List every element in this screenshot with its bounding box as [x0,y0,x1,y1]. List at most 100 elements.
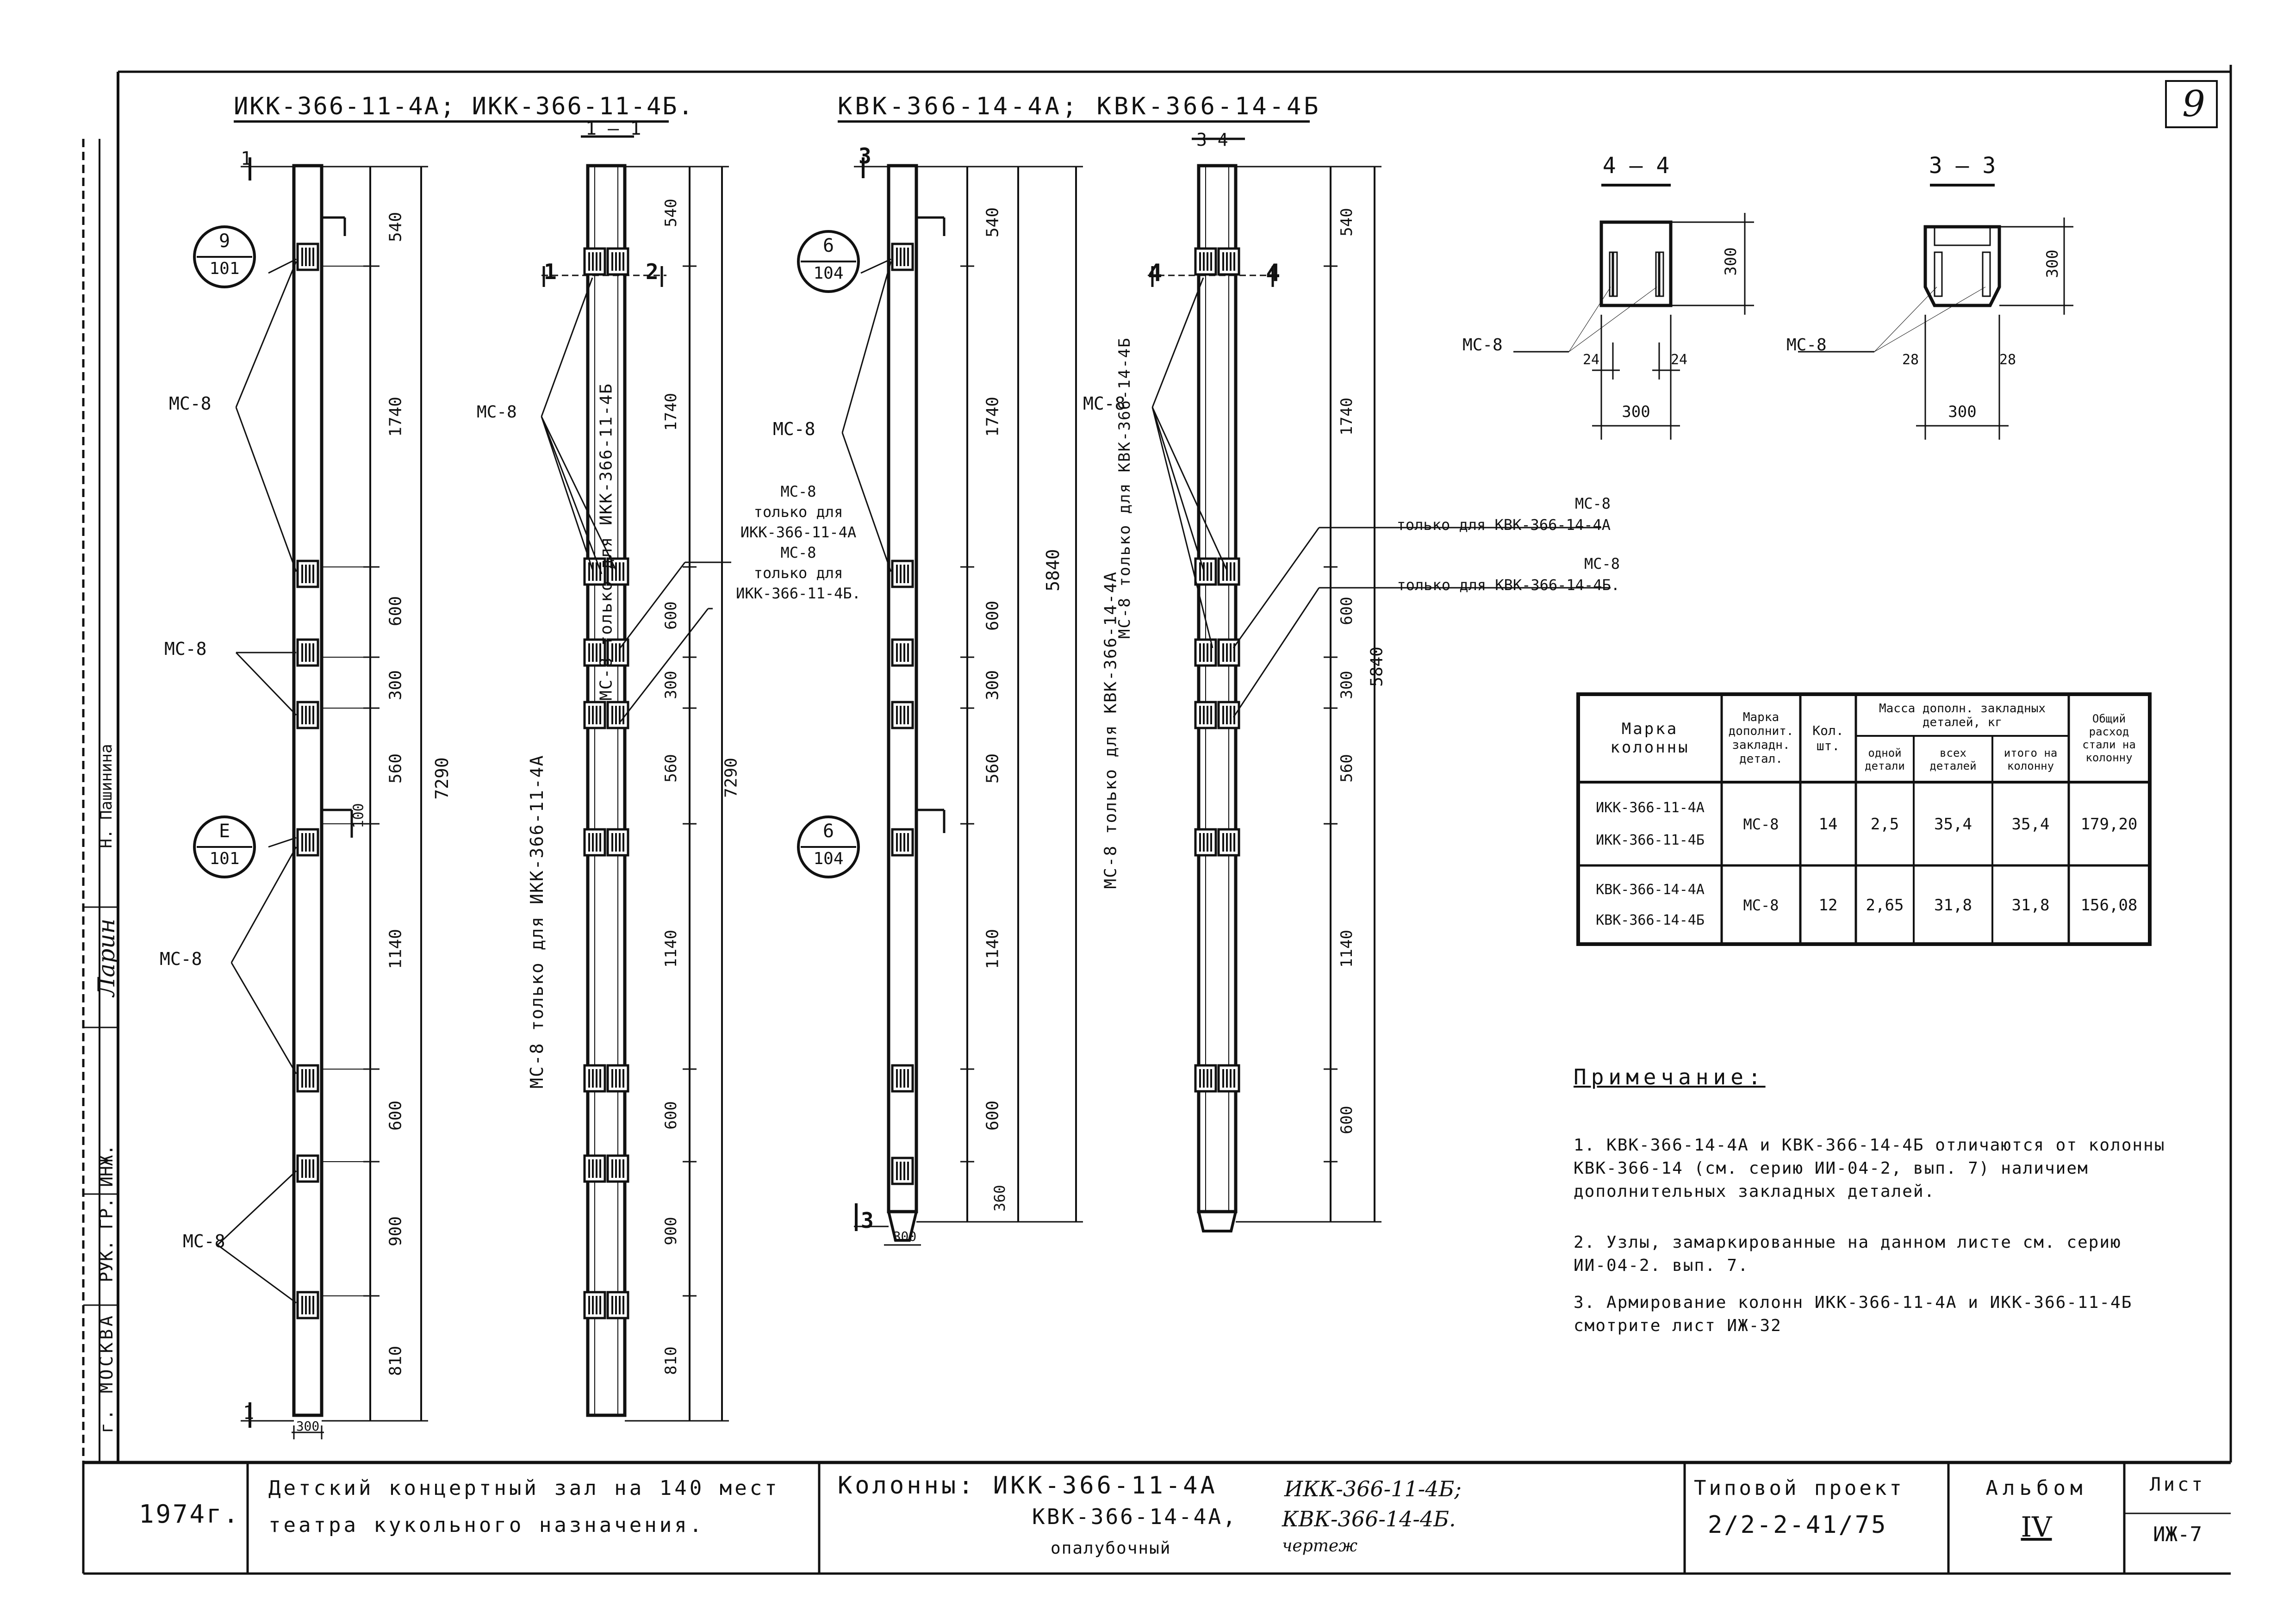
kvk-dim-bottom: 300 [893,1229,917,1244]
section-3-3-height: 300 [2043,249,2062,278]
title-typical-value: 2/2-2-41/75 [1708,1511,1888,1539]
section-3-3 [1798,184,2073,440]
section-3-3-a: 28 [1902,352,1919,368]
node-ref-3-den: 104 [813,264,844,283]
ikk-dim-total: 7290 [432,757,452,800]
table-header-mass-group: Масса дополн. закладных деталей, кг [1879,701,2046,729]
node-ref-3-num: 6 [822,235,834,256]
ikk-dim: 560 [386,753,405,784]
ikk-front-dimension-ticks [322,265,380,1297]
kvk-dim: 1740 [983,397,1002,437]
kvk-dim: 560 [983,753,1002,784]
table-row2-detail: МС-8 [1743,896,1779,914]
stamp-name: Н. Пашинина [97,744,116,848]
kvk-dim: 360 [991,1185,1008,1212]
kvk-dim: 600 [983,600,1002,631]
kvk-dim: 540 [983,207,1002,238]
ikk-dim-hole: 100 [350,803,367,828]
title-year: 1974г. [139,1500,241,1529]
kvk-note-vertical-4a: МС-8 только для КВК-366-14-4А [1101,571,1120,889]
ikk-note-vertical-4a: МС-8 только для ИКК-366-11-4А [527,754,547,1089]
title-columns-2b: КВК-366-14-4Б. [1282,1506,1456,1531]
table-row1-steel: 179,20 [2080,815,2138,834]
title-sheet-value: ИЖ-7 [2153,1523,2202,1546]
mc8-label: МС-8 [169,393,212,414]
table-header-qty: Кол. шт. [1812,723,1844,753]
notes-item-1: 1. КВК-366-14-4А и КВК-366-14-4Б отличаю… [1574,1136,2165,1201]
table-header-one: одной детали [1865,746,1905,772]
ikk-side-dim: 540 [662,199,680,227]
stamp-role: РУК. ГР. ИНЖ. [96,1145,117,1282]
section-4-4-mark: МС-8 [1462,336,1503,355]
section-4-4 [1513,184,1754,440]
ikk-dim: 600 [386,596,405,627]
cut-mark-3-top: 3 [859,143,871,168]
cut-mark-2-side: 2 [646,259,659,284]
table-row2-steel: 156,08 [2080,896,2138,915]
mass-table-grid [1576,692,2152,946]
ikk-side-dim-total: 7290 [722,758,741,798]
ikk-front-elevation [241,157,428,1439]
table-row1-all: 35,4 [1934,815,1972,834]
ikk-side-dim: 810 [662,1346,680,1375]
mc8-label: МС-8 [183,1231,225,1251]
ikk-note-vertical-4b: МС-8 только для ИКК-366-11-4Б [597,383,616,701]
mc8-label: МС-8 [160,949,202,969]
notes-item-2: 2. Узлы, замаркированные на данном листе… [1574,1233,2122,1275]
cut-mark-1-top: 1 [241,148,252,169]
title-drawing-type-a: опалубочный [1051,1539,1171,1558]
cut-mark-1-side: 1 [544,259,557,284]
mc8-label: МС-8 [773,419,815,439]
section-3-3-title: 3 – 3 [1929,153,1996,179]
kvk-dim-total: 5840 [1043,549,1063,591]
ikk-dim: 300 [386,670,405,701]
kvk-side-embedded-plates [1195,249,1239,1091]
table-row2-per-col: 31,8 [2011,896,2050,915]
kvk-side-dim: 300 [1338,671,1356,699]
kvk-side-dim: 1740 [1338,398,1356,436]
kvk-side-dim: 1140 [1338,930,1356,968]
kvk-views-title: КВК-366-14-4А; КВК-366-14-4Б [838,93,1319,123]
table-row1-marks: ИКК-366-11-4А ИКК-366-11-4Б [1596,799,1705,848]
table-header-steel: Общий расход стали на колонну [2082,712,2136,764]
title-typical-label: Типовой проект [1694,1476,1904,1500]
section-3-3-b: 28 [1999,352,2016,368]
cut-mark-1-bottom: 1 [243,1402,255,1424]
ikk-dim: 540 [386,212,405,243]
sheet-number: 9 [2182,83,2205,125]
section-4-4-height: 300 [1722,247,1740,276]
title-columns-1b: ИКК-366-11-4Б; [1284,1476,1462,1501]
section-4-4-title: 4 – 4 [1602,153,1670,179]
ikk-side-leaders [541,277,731,722]
node-ref-circles [193,225,860,878]
title-album-label: Альбом [1985,1476,2087,1500]
drawing-frame [82,65,2232,1575]
node-ref-4-num: 6 [822,821,834,842]
table-header-per-col: итого на колонну [2004,746,2058,772]
title-columns-2a: КВК-366-14-4А, [1032,1504,1238,1529]
node-ref-4-den: 104 [813,849,844,868]
stamp-signature: Ларин [93,918,120,997]
ikk-side-dim: 560 [662,754,680,783]
ikk-side-dim: 600 [662,1101,680,1130]
table-row1-detail: МС-8 [1743,815,1779,833]
section-4-4-a: 24 [1583,352,1600,368]
kvk-side-dim: 600 [1338,597,1356,625]
kvk-side-dim: 600 [1338,1106,1356,1134]
kvk-callout-4a: МС-8 только для КВК-366-14-4А [1396,495,1611,534]
table-header-all: всех деталей [1929,746,1977,772]
stamp-city: г. МОСКВА [96,1313,117,1433]
ikk-dim: 1740 [386,397,405,437]
ikk-dim: 900 [386,1216,405,1247]
kvk-side-dim: 560 [1338,754,1356,783]
kvk-front-leaders [841,258,892,572]
kvk-dim: 300 [983,670,1002,701]
notes-title: Примечание: [1574,1064,1766,1089]
table-row2-marks: КВК-366-14-4А КВК-366-14-4Б [1596,881,1705,928]
kvk-side-dim: 540 [1338,208,1356,236]
section-4-4-width: 300 [1622,403,1650,421]
node-ref-1-den: 101 [209,259,240,278]
kvk-dim: 1140 [983,929,1002,969]
ikk-side-elevation [541,135,729,1422]
kvk-side-elevation [1148,137,1381,1232]
